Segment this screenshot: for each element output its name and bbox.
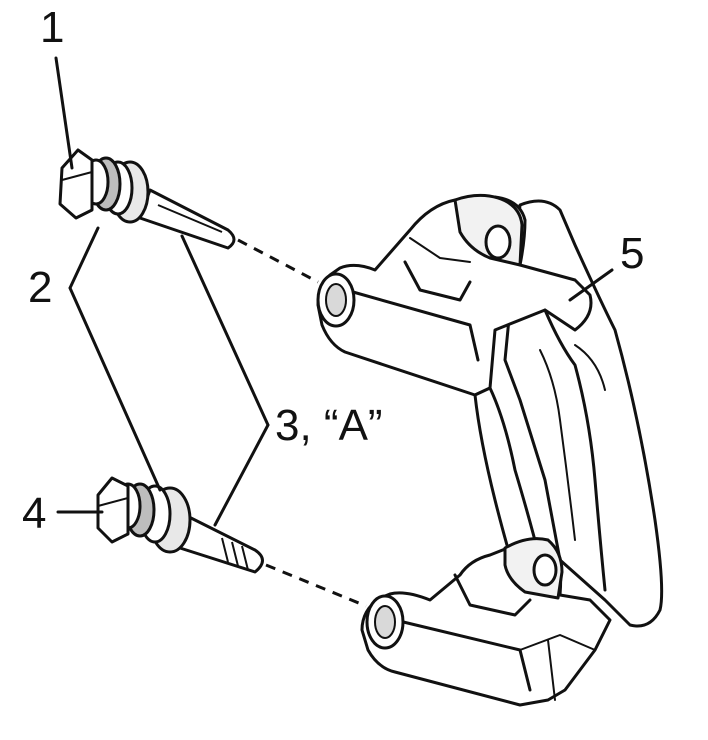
lower-pin-shaft [178, 513, 264, 574]
upper-pin-shaft [138, 188, 236, 250]
bracket-lower-bolt-hole [532, 553, 558, 587]
leader-3 [180, 234, 270, 527]
upper-assembly-line [237, 238, 319, 284]
leader-5 [568, 268, 614, 302]
leader-1 [54, 56, 74, 170]
callout-1: 1 [40, 3, 64, 52]
leader-lines [54, 56, 614, 527]
callout-5: 5 [620, 229, 644, 278]
caliper-bracket [316, 193, 664, 707]
callout-3-a: 3, “A” [275, 401, 383, 450]
assembly-dashed-lines [237, 238, 367, 608]
lower-hex-head [96, 476, 130, 544]
callout-2: 2 [28, 263, 52, 312]
upper-guide-pin [58, 148, 236, 250]
bracket-upper-bolt-hole [484, 224, 512, 260]
lower-assembly-line [265, 563, 367, 608]
callout-4: 4 [22, 489, 46, 538]
leader-2 [68, 226, 162, 492]
upper-hex-head [58, 148, 94, 220]
lower-guide-pin [96, 476, 264, 574]
